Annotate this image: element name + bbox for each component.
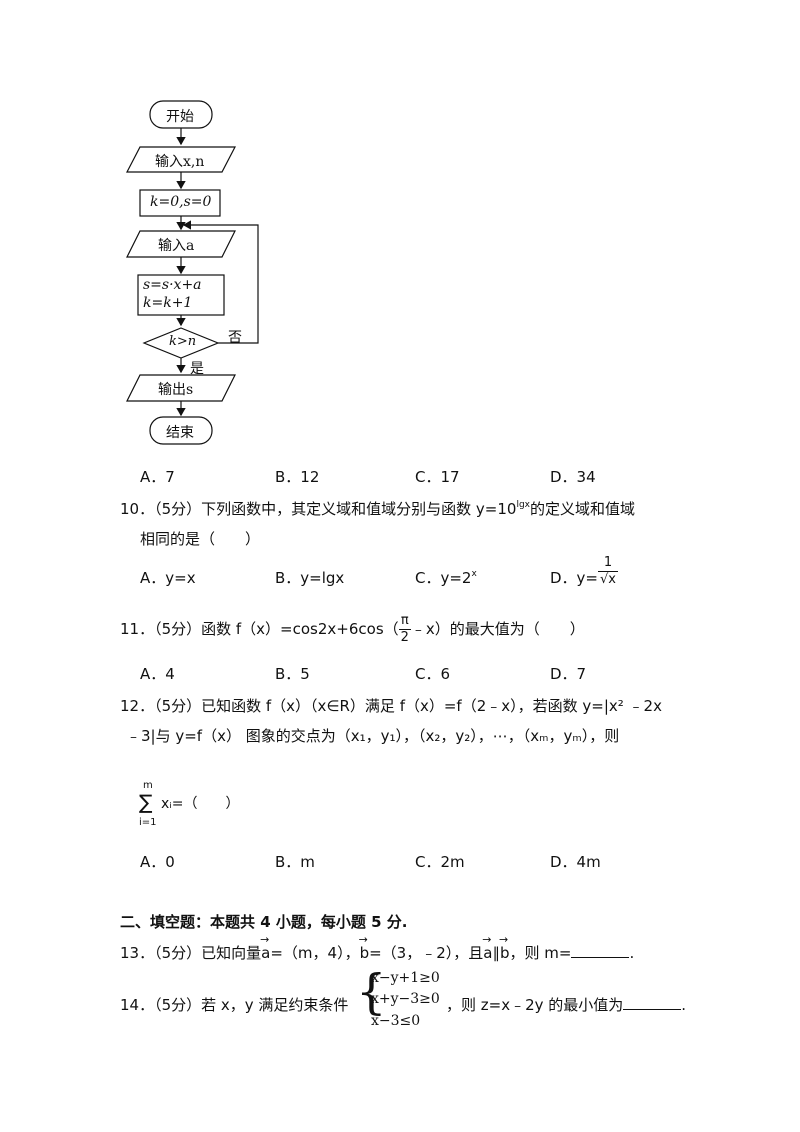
q14-constraint-2: x+y−3≥0: [371, 991, 440, 1007]
q12-sum-symbol: ∑: [139, 790, 153, 814]
q10-option-c: C．y=2x: [415, 569, 477, 587]
q12-option-c: C．2m: [415, 853, 465, 871]
input-a-label: 输入a: [158, 238, 195, 254]
init-label: k=0,s=0: [150, 194, 212, 210]
no-label: 否: [228, 330, 242, 346]
q9-option-b: B．12: [275, 468, 320, 486]
q13-answer-blank: [571, 945, 630, 958]
start-label: 开始: [166, 109, 194, 125]
q12-sum-tail: xᵢ=（ ）: [161, 796, 240, 812]
q10-stem-line2: 相同的是（ ）: [140, 530, 261, 548]
q10-option-b: B．y=lgx: [275, 569, 345, 587]
output-box: [126, 374, 236, 402]
init-box: [139, 189, 221, 217]
cond-label: k>n: [169, 334, 197, 349]
q14-answer-blank: [623, 997, 682, 1010]
q14-constraint-3: x−3≤0: [371, 1013, 421, 1029]
q12-option-b: B．m: [275, 853, 315, 871]
update2-label: k=k+1: [143, 295, 193, 311]
q12-option-d: D．4m: [550, 853, 601, 871]
q13-stem: 13．（5分）已知向量a=（m，4），b=（3，﹣2），且a∥b，则 m=.: [120, 933, 634, 963]
q12-sum-top: m: [143, 780, 153, 791]
q10-option-a: A．y=x: [140, 569, 196, 587]
q12-line1: 12．（5分）已知函数 f（x）（x∈R）满足 f（x）=f（2﹣x），若函数 …: [120, 697, 662, 715]
q14-brace: {: [356, 964, 387, 1020]
q11-option-c: C．6: [415, 665, 451, 683]
q9-option-a: A．7: [140, 468, 175, 486]
update1-label: s=s·x+a: [143, 277, 202, 293]
q12-sum-bottom: i=1: [139, 817, 157, 828]
end-label: 结束: [166, 425, 194, 441]
q10-option-d: D．y=1√x: [550, 555, 618, 587]
input-xn-label: 输入x,n: [155, 154, 205, 170]
q14-constraint-1: x−y+1≥0: [371, 970, 440, 986]
output-label: 输出s: [158, 382, 194, 398]
q11-option-a: A．4: [140, 665, 175, 683]
yes-label: 是: [190, 361, 204, 377]
q14-stem-a: 14．（5分）若 x，y 满足约束条件: [120, 996, 349, 1014]
q12-line2: ﹣3|与 y=f（x） 图象的交点为（x₁，y₁），（x₂，y₂），⋯，（xₘ，…: [126, 727, 620, 745]
q9-option-c: C．17: [415, 468, 460, 486]
input-a-box: [126, 230, 236, 258]
section-heading: 二、填空题：本题共 4 小题，每小题 5 分.: [120, 913, 408, 931]
q11-option-b: B．5: [275, 665, 310, 683]
q10-stem: 10．（5分）下列函数中，其定义域和值域分别与函数 y=10lgx的定义域和值域: [120, 500, 635, 518]
q14-stem-b: ，则 z=x﹣2y 的最小值为.: [446, 996, 687, 1014]
input-xn-box: [126, 146, 236, 173]
flowchart: [126, 100, 259, 445]
q11-option-d: D．7: [550, 665, 587, 683]
end-terminal: [149, 416, 213, 445]
q12-option-a: A．0: [140, 853, 175, 871]
q9-option-d: D．34: [550, 468, 596, 486]
